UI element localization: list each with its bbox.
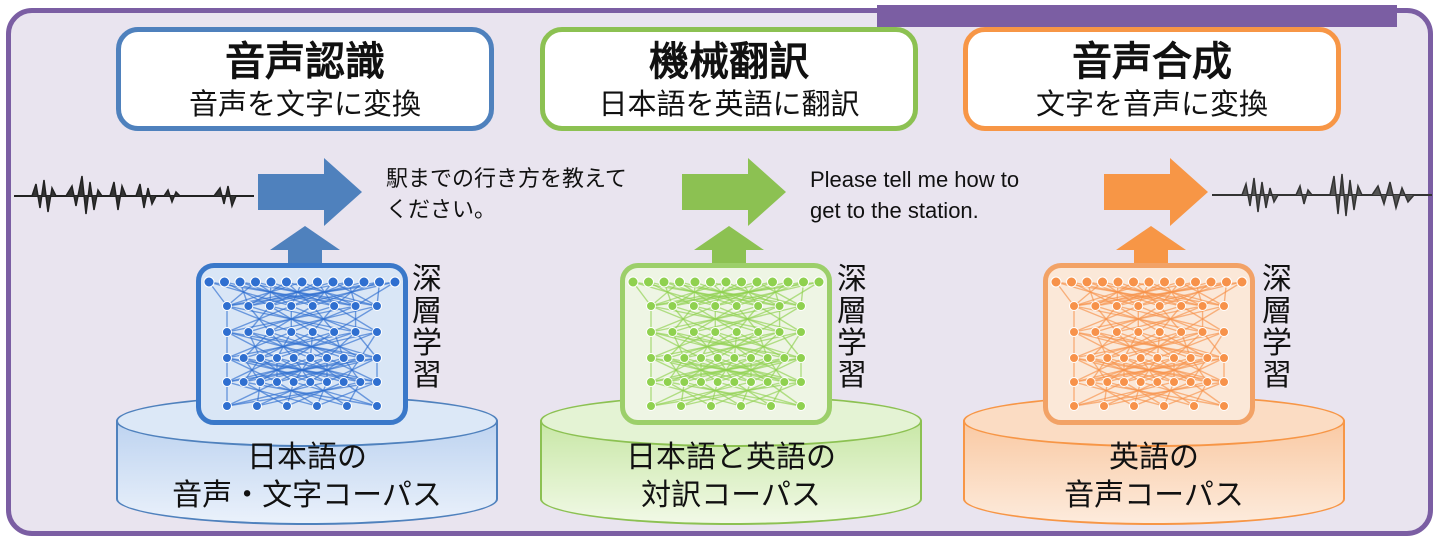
deep-learning-char: 習 bbox=[1262, 358, 1292, 393]
deep-learning-char: 層 bbox=[1262, 294, 1292, 329]
arrow-right-icon bbox=[1104, 158, 1208, 226]
arrow-right-icon bbox=[682, 158, 786, 226]
step-machine-translation: 機械翻訳 日本語を英語に翻訳 bbox=[540, 27, 918, 131]
waveform-output-icon bbox=[1212, 173, 1432, 217]
step-title: 音声合成 bbox=[1072, 39, 1232, 85]
deep-learning-char: 習 bbox=[837, 358, 867, 393]
step-title: 機械翻訳 bbox=[649, 39, 809, 85]
arrow-right-icon bbox=[258, 158, 362, 226]
deep-learning-char: 学 bbox=[1262, 326, 1292, 361]
english-sentence: Please tell me how to get to the station… bbox=[810, 164, 1019, 226]
corpus-label-line1: 英語の bbox=[1109, 440, 1199, 475]
neural-network-graphic bbox=[1050, 276, 1248, 411]
japanese-sentence: 駅までの行き方を教えて ください。 bbox=[386, 164, 686, 226]
arrow-up-icon bbox=[1116, 226, 1186, 268]
deep-learning-char: 層 bbox=[412, 294, 442, 329]
neural-network-graphic bbox=[627, 276, 825, 411]
neural-network-graphic bbox=[203, 276, 401, 411]
corpus-label: 日本語の 音声・文字コーパス bbox=[116, 439, 498, 515]
corpus-label: 英語の 音声コーパス bbox=[963, 439, 1345, 515]
deep-learning-label: 深層学習 bbox=[410, 264, 444, 392]
step-description: 文字を音声に変換 bbox=[1035, 87, 1268, 121]
deep-learning-char: 習 bbox=[412, 358, 442, 393]
deep-learning-char: 深 bbox=[412, 262, 442, 297]
step-title: 音声認識 bbox=[225, 39, 385, 85]
deep-learning-char: 深 bbox=[837, 262, 867, 297]
deep-learning-label: 深層学習 bbox=[835, 264, 869, 392]
database-cylinder-icon: 日本語と英語の 対訳コーパス bbox=[540, 395, 922, 525]
deep-learning-char: 深 bbox=[1262, 262, 1292, 297]
header-tab bbox=[877, 5, 1397, 27]
japanese-sentence-line1: 駅までの行き方を教えて bbox=[386, 167, 627, 192]
step-speech-synthesis: 音声合成 文字を音声に変換 bbox=[963, 27, 1341, 131]
corpus-label-line2: 対訳コーパス bbox=[641, 478, 821, 513]
arrow-up-icon bbox=[270, 226, 340, 268]
corpus-label: 日本語と英語の 対訳コーパス bbox=[540, 439, 922, 515]
database-cylinder-icon: 英語の 音声コーパス bbox=[963, 395, 1345, 525]
japanese-sentence-line2: ください。 bbox=[386, 198, 497, 223]
step-speech-recognition: 音声認識 音声を文字に変換 bbox=[116, 27, 494, 131]
deep-learning-label: 深層学習 bbox=[1260, 264, 1294, 392]
neural-network-icon bbox=[1043, 263, 1255, 425]
step-description: 音声を文字に変換 bbox=[188, 87, 421, 121]
corpus-label-line2: 音声・文字コーパス bbox=[172, 478, 442, 513]
deep-learning-char: 層 bbox=[837, 294, 867, 329]
corpus-label-line1: 日本語と英語の bbox=[626, 440, 836, 475]
step-description: 日本語を英語に翻訳 bbox=[598, 87, 860, 121]
english-sentence-line1: Please tell me how to bbox=[810, 167, 1020, 192]
deep-learning-char: 学 bbox=[412, 326, 442, 361]
english-sentence-line2: get to the station. bbox=[810, 198, 979, 223]
arrow-up-icon bbox=[694, 226, 764, 268]
neural-network-icon bbox=[196, 263, 408, 425]
deep-learning-char: 学 bbox=[837, 326, 867, 361]
corpus-label-line2: 音声コーパス bbox=[1064, 478, 1244, 513]
corpus-label-line1: 日本語の bbox=[247, 440, 367, 475]
waveform-input-icon bbox=[14, 175, 254, 215]
neural-network-icon bbox=[620, 263, 832, 425]
